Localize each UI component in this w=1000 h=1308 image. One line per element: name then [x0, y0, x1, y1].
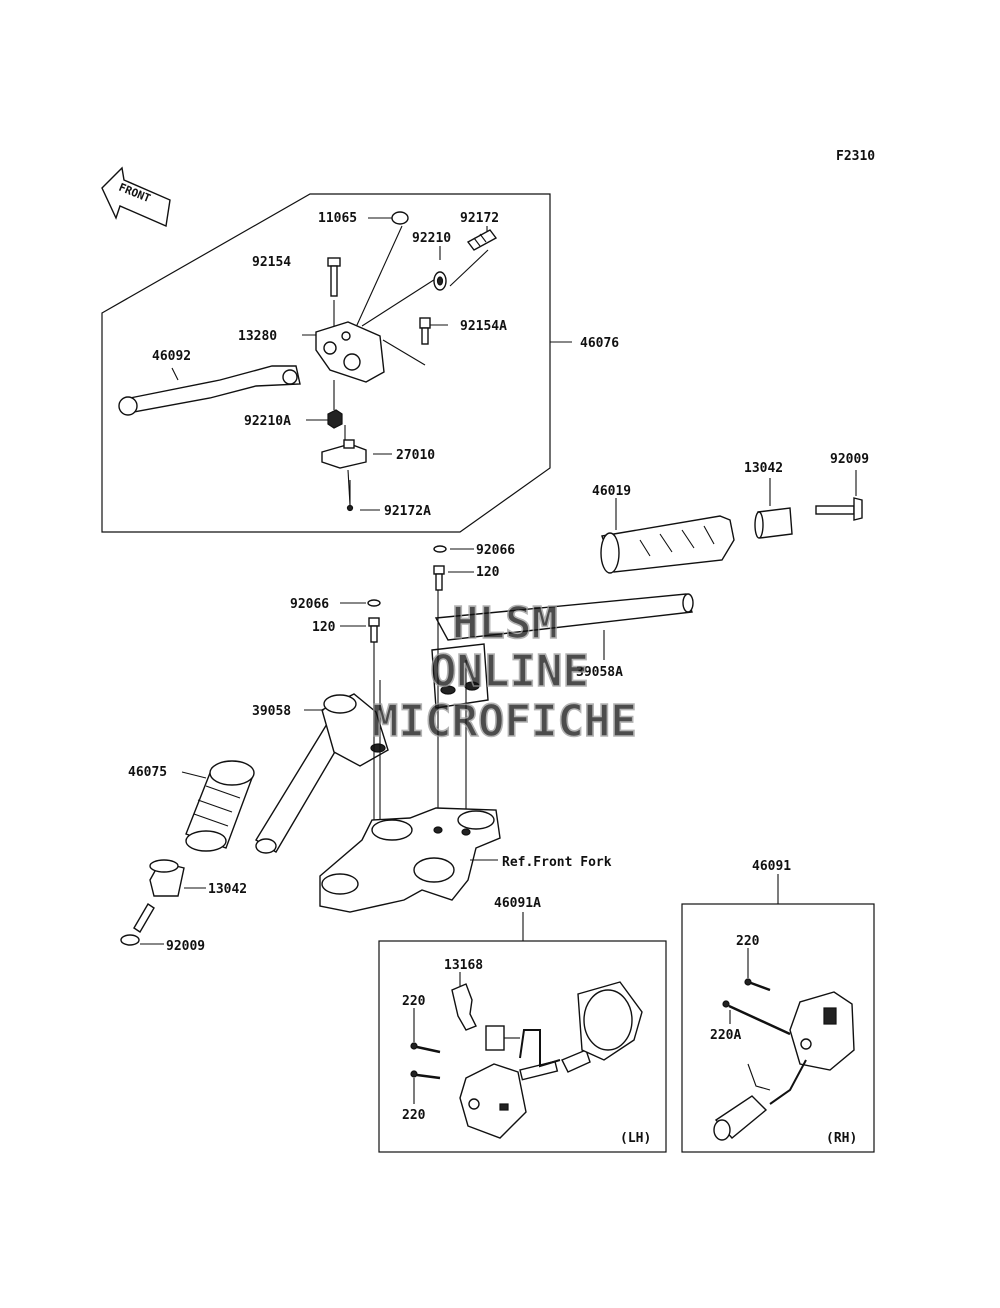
choke-lever-13168 [451, 983, 477, 1031]
rh-connector [713, 1063, 771, 1141]
bolt-120-left [368, 617, 380, 643]
adjuster-screw-92172 [466, 229, 498, 251]
label-120-right: 120 [476, 565, 500, 580]
weight-13042-right [754, 507, 793, 539]
label-92009-left: 92009 [166, 939, 205, 954]
label-46092: 46092 [152, 349, 191, 364]
label-ref-front-fork: Ref.Front Fork [502, 855, 612, 870]
rh-switch-housing [769, 991, 855, 1105]
screw-220-lh-top [410, 1042, 441, 1054]
label-27010: 27010 [396, 448, 435, 463]
figure-code: F2310 [836, 149, 875, 164]
label-92210: 92210 [412, 231, 451, 246]
label-92210a: 92210A [244, 414, 291, 429]
screw-92172a [346, 480, 354, 512]
leader-46075 [181, 771, 207, 779]
label-11065: 11065 [318, 211, 357, 226]
pivot-bolt-92154 [327, 257, 341, 297]
handlebar-39058a [431, 593, 694, 709]
triple-clamp [319, 807, 501, 913]
watermark-line-1: HLSM [452, 598, 558, 649]
label-220a: 220A [710, 1028, 741, 1043]
bolt-120-right [433, 565, 445, 591]
right-grip-46019 [600, 515, 735, 574]
label-lh: (LH) [620, 1131, 651, 1146]
label-13042-left: 13042 [208, 882, 247, 897]
lh-wire-harness [485, 1025, 561, 1068]
washer-92066-right [433, 545, 447, 553]
bushing-92210 [433, 271, 447, 291]
lh-switch-housing [459, 1060, 559, 1139]
handlebar-39058 [255, 693, 389, 854]
lever-assembly-box [101, 193, 551, 533]
label-46091: 46091 [752, 859, 791, 874]
label-220-lh-top: 220 [402, 994, 426, 1009]
label-92172a: 92172A [384, 504, 431, 519]
clutch-lever-46092 [118, 365, 301, 416]
lh-connector [561, 981, 643, 1073]
label-220-lh-bot: 220 [402, 1108, 426, 1123]
watermark-line-3: MICROFICHE [372, 696, 637, 747]
label-220-rh: 220 [736, 934, 760, 949]
screw-92009-left [120, 903, 155, 946]
bolt-92154a [419, 317, 431, 345]
label-120-left: 120 [312, 620, 336, 635]
weight-13042-left [149, 859, 185, 897]
label-46075: 46075 [128, 765, 167, 780]
label-92154: 92154 [252, 255, 291, 270]
label-46076: 46076 [580, 336, 619, 351]
left-grip-46075 [185, 760, 255, 852]
label-13042-right: 13042 [744, 461, 783, 476]
screw-220a-rh [722, 1000, 791, 1036]
label-39058a: 39058A [576, 665, 623, 680]
watermark-line-2: ONLINE [430, 646, 589, 697]
front-arrow-icon: FRONT [101, 166, 171, 228]
label-46019: 46019 [592, 484, 631, 499]
switch-27010 [321, 439, 367, 469]
label-13168: 13168 [444, 958, 483, 973]
label-92066-left: 92066 [290, 597, 329, 612]
screw-220-lh-bot [410, 1070, 441, 1080]
label-13280: 13280 [238, 329, 277, 344]
label-92154a: 92154A [460, 319, 507, 334]
screw-220-rh [744, 978, 771, 992]
label-39058: 39058 [252, 704, 291, 719]
cap-11065 [391, 211, 409, 225]
nut-92210a [327, 409, 343, 429]
label-92066-right: 92066 [476, 543, 515, 558]
label-92172: 92172 [460, 211, 499, 226]
label-rh: (RH) [826, 1131, 857, 1146]
label-46091a: 46091A [494, 896, 541, 911]
screw-92009-right [815, 497, 863, 521]
label-92009-right: 92009 [830, 452, 869, 467]
washer-92066-left [367, 599, 381, 607]
lever-holder-13280 [315, 321, 385, 383]
